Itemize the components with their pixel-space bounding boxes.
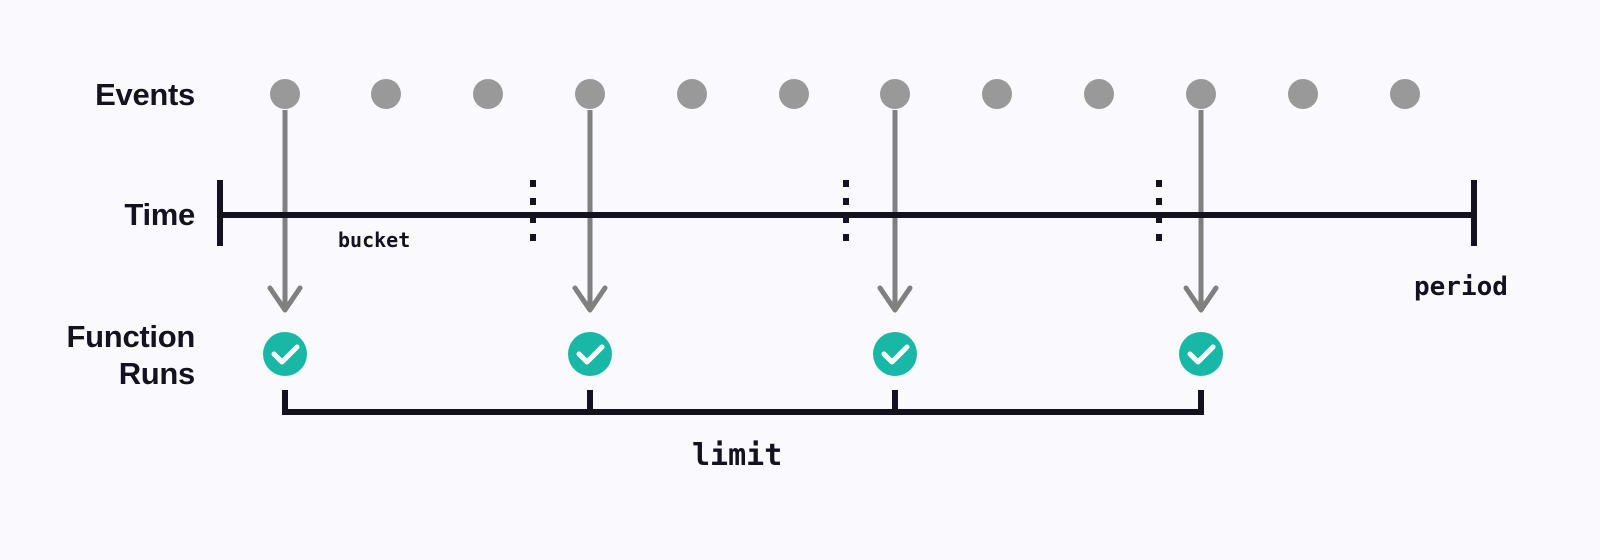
arrow-down-icon	[877, 110, 913, 313]
event-to-run-arrows	[267, 110, 1219, 313]
event-dot	[473, 79, 503, 109]
event-dot	[1084, 79, 1114, 109]
function-runs-row	[263, 332, 1223, 376]
event-dot	[880, 79, 910, 109]
run-circle	[873, 332, 917, 376]
run-circle	[568, 332, 612, 376]
annotation-bucket: bucket	[338, 228, 411, 252]
check-icon	[1187, 344, 1216, 365]
check-icon	[576, 344, 605, 365]
event-dot	[371, 79, 401, 109]
event-dot	[677, 79, 707, 109]
event-dot	[982, 79, 1012, 109]
arrow-down-icon	[267, 110, 303, 313]
check-icon	[881, 344, 910, 365]
event-dot	[270, 79, 300, 109]
annotation-limit: limit	[692, 438, 783, 473]
function-run-success	[873, 332, 917, 376]
function-run-success	[568, 332, 612, 376]
function-run-success	[1179, 332, 1223, 376]
event-dot	[1186, 79, 1216, 109]
events-row	[270, 79, 1420, 109]
row-label-time: Time	[124, 197, 195, 232]
check-icon	[271, 344, 300, 365]
event-dot	[1288, 79, 1318, 109]
event-dot	[575, 79, 605, 109]
arrow-down-icon	[1183, 110, 1219, 313]
arrow-down-icon	[572, 110, 608, 313]
row-label-function-runs: Function Runs	[66, 319, 196, 391]
run-circle	[263, 332, 307, 376]
bucket-dividers	[530, 180, 1162, 246]
event-dot	[1390, 79, 1420, 109]
time-axis	[217, 180, 1477, 246]
event-dot	[779, 79, 809, 109]
row-label-events: Events	[95, 77, 195, 112]
limit-bracket	[282, 390, 1204, 415]
annotation-period: period	[1414, 272, 1508, 302]
function-run-success	[263, 332, 307, 376]
run-circle	[1179, 332, 1223, 376]
